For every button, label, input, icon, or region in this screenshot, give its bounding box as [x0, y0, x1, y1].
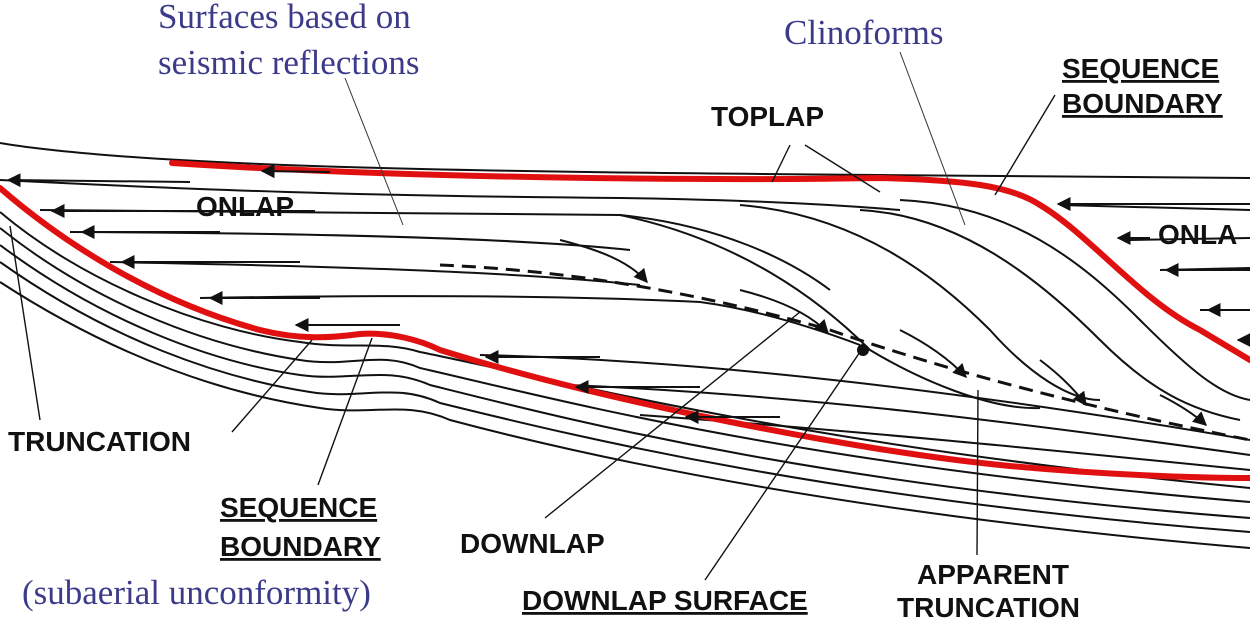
toplap-leader — [804, 144, 881, 193]
toplap-arrow — [1159, 394, 1208, 426]
toplap-arrow — [559, 239, 648, 284]
reflection-line — [859, 209, 1241, 421]
sequence-boundary-left-leader — [317, 337, 373, 486]
downlap-leader — [544, 311, 801, 519]
sequence-boundary-lower — [0, 185, 1250, 481]
reflection-line — [0, 261, 1250, 533]
reflection-line — [739, 204, 1101, 401]
toplap-label: TOPLAP — [711, 101, 824, 132]
toplap-leader — [771, 144, 791, 183]
reflection-line — [109, 261, 641, 286]
sequence-boundary-right-label-line2: BOUNDARY — [1062, 88, 1223, 119]
apparent-truncation-label-line1: APPARENT — [917, 559, 1069, 590]
downlap-label: DOWNLAP — [460, 528, 605, 559]
sequence-boundary-left-label-line2: BOUNDARY — [220, 531, 381, 562]
reflection-line — [0, 244, 1250, 519]
onlap-arrow — [260, 164, 331, 179]
reflection-line — [899, 199, 1250, 401]
onlap-left-label: ONLAP — [196, 191, 294, 222]
surfaces-annotation-line2: seismic reflections — [158, 43, 419, 82]
sequence-boundary-left-label-line1: SEQUENCE — [220, 492, 377, 523]
strata-lines — [0, 142, 1250, 549]
clinoforms-leader — [899, 51, 966, 226]
truncation-label: TRUNCATION — [8, 426, 191, 457]
reflection-line — [0, 281, 1250, 549]
reflection-line — [1059, 204, 1250, 211]
onlap-arrow — [6, 173, 191, 188]
sequence-boundary-right-leader — [994, 94, 1056, 196]
onlap-right-label: ONLA — [1158, 219, 1237, 250]
truncation-leader — [9, 225, 41, 421]
toplap-arrow — [739, 289, 829, 335]
clinoforms-annotation: Clinoforms — [784, 13, 943, 52]
sequence-boundary-right-label-line1: SEQUENCE — [1062, 53, 1219, 84]
downlap-surface-line — [439, 263, 1250, 442]
reflection-line — [0, 211, 1250, 489]
surfaces-leader — [344, 77, 404, 226]
reflection-line — [39, 209, 831, 291]
reflection-line — [0, 179, 901, 211]
annotation-leaders — [344, 51, 966, 226]
reflection-line — [569, 384, 1250, 456]
leader-lines — [9, 94, 1056, 581]
toplap-arrow — [1039, 359, 1087, 407]
downlap-surface-label: DOWNLAP SURFACE — [522, 585, 808, 616]
truncation-leader — [231, 339, 313, 433]
reflection-line — [0, 227, 1250, 503]
surfaces-annotation-line1: Surfaces based on — [158, 0, 411, 36]
subaerial-annotation: (subaerial unconformity) — [22, 573, 371, 612]
reflection-line — [479, 354, 1250, 441]
reflection-line — [0, 142, 1250, 179]
sequence-boundary-upper — [169, 160, 1250, 363]
apparent-truncation-leader — [976, 389, 979, 556]
reflection-line — [69, 231, 631, 251]
arrow-group — [6, 164, 1250, 426]
apparent-truncation-label-line2: TRUNCATION — [897, 592, 1080, 623]
reflection-line — [199, 295, 861, 346]
downlap-surface-leader — [704, 351, 861, 581]
reflection-line — [1129, 237, 1250, 241]
toplap-arrow — [899, 329, 967, 379]
